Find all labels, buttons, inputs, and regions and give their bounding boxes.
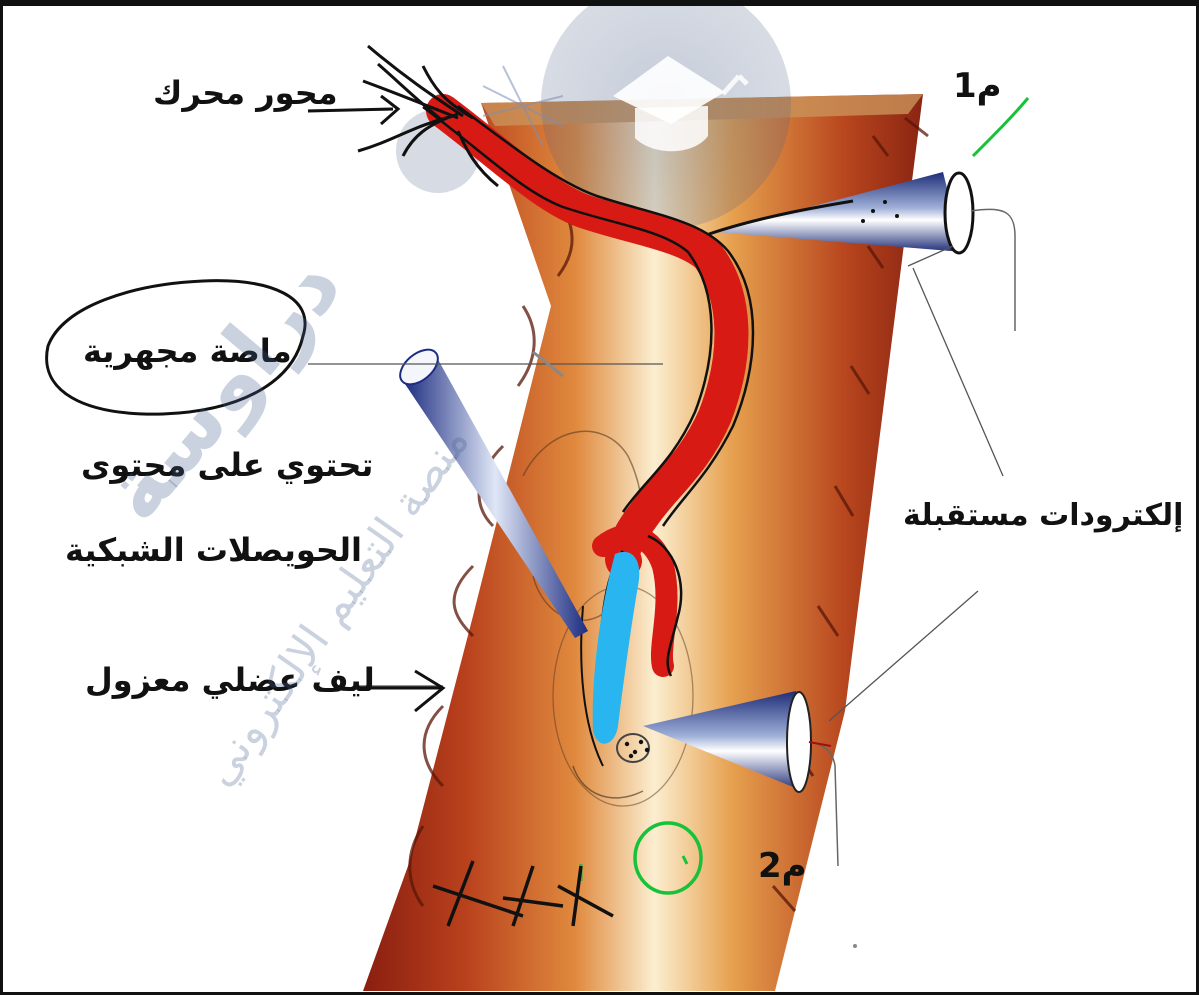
- contains-line-2: الحويصلات الشبكية: [65, 531, 362, 569]
- receiving-electrodes-label: إلكترودات مستقبلة: [903, 498, 1183, 533]
- isolated-fiber-label: ليف عضلي معزول: [85, 661, 375, 699]
- motor-axon-label: محور محرك: [153, 74, 338, 112]
- electrode-1-label: م1: [953, 66, 1002, 106]
- electrode-2-label: م2: [758, 846, 807, 886]
